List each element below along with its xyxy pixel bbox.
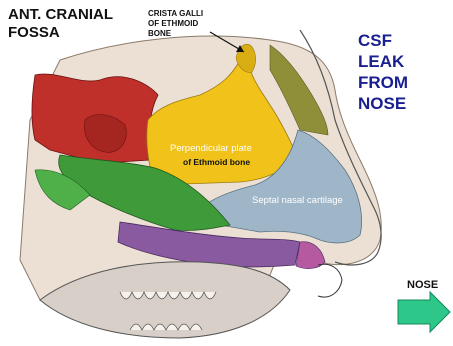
crista-galli-label: CRISTA GALLI OF ETHMOID BONE (148, 9, 203, 39)
ant-cranial-fossa-label: ANT. CRANIAL FOSSA (8, 6, 113, 42)
perpendicular-plate-sublabel: of Ethmoid bone (183, 157, 250, 167)
csf-leak-label: CSF LEAK FROM NOSE (358, 30, 408, 114)
perpendicular-plate-label: Perpendicular plate (170, 143, 252, 154)
septal-cartilage-label: Septal nasal cartilage (252, 195, 343, 206)
nose-arrow-label: NOSE (407, 279, 438, 292)
